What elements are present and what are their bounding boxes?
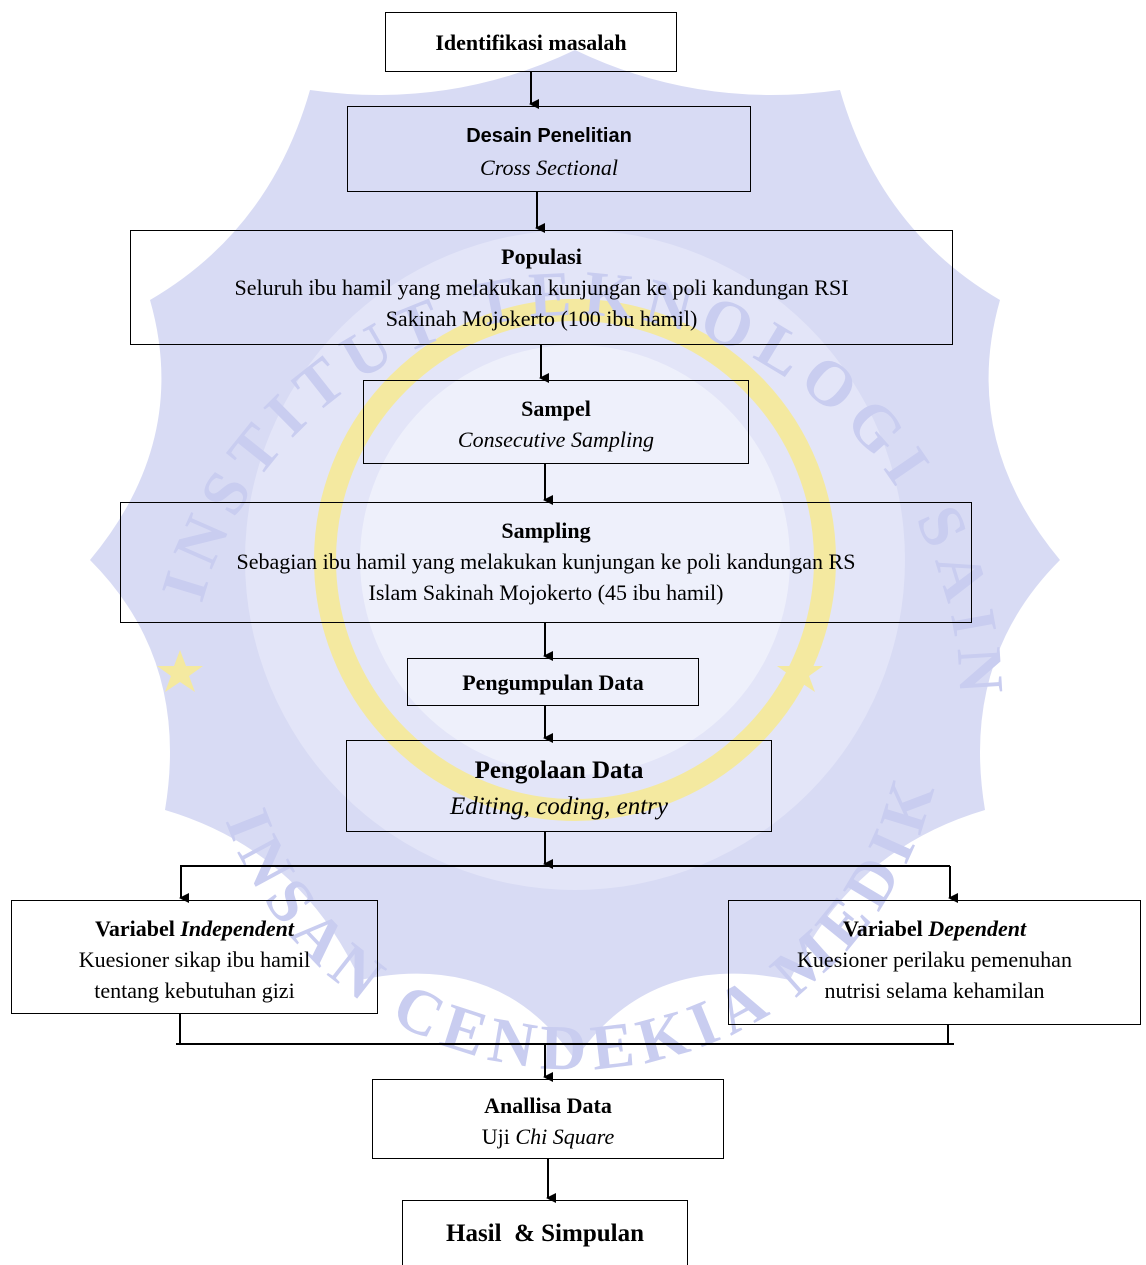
step-title: Sampel: [521, 396, 591, 421]
step-detail-line2: nutrisi selama kehamilan: [824, 978, 1045, 1003]
step-identifikasi-masalah: Identifikasi masalah: [385, 12, 677, 72]
step-title: Populasi: [501, 244, 582, 269]
step-detail: Editing, coding, entry: [449, 793, 669, 820]
step-title: Variabel Dependent: [843, 913, 1026, 944]
step-detail-line2: tentang kebutuhan gizi: [94, 978, 295, 1003]
step-title: Sampling: [501, 518, 591, 543]
step-populasi: Populasi Seluruh ibu hamil yang melakuka…: [130, 230, 953, 345]
logo-seal-shape: [90, 50, 1060, 1060]
step-title: Anallisa Data: [484, 1093, 612, 1118]
step-detail-line1: Sebagian ibu hamil yang melakukan kunjun…: [236, 549, 856, 574]
step-detail-line1: Kuesioner sikap ibu hamil: [78, 947, 311, 972]
detail-emphasis: Chi Square: [515, 1124, 615, 1149]
step-title: Desain Penelitian: [466, 125, 632, 147]
title-prefix: Variabel: [842, 916, 923, 941]
step-hasil-simpulan: Hasil & Simpulan: [402, 1200, 688, 1265]
step-title: Identifikasi masalah: [435, 29, 627, 55]
step-title: Hasil & Simpulan: [446, 1219, 644, 1247]
step-sampling: Sampling Sebagian ibu hamil yang melakuk…: [120, 502, 972, 623]
title-emphasis: Independent: [180, 916, 295, 941]
step-detail-line1: Seluruh ibu hamil yang melakukan kunjung…: [234, 275, 849, 300]
step-variabel-independent: Variabel Independent Kuesioner sikap ibu…: [11, 900, 378, 1014]
step-detail: Cross Sectional: [480, 155, 618, 180]
title-prefix: Variabel: [94, 916, 175, 941]
step-detail-line2: Sakinah Mojokerto (100 ibu hamil): [385, 306, 698, 331]
step-detail-line2: Islam Sakinah Mojokerto (45 ibu hamil): [368, 580, 724, 605]
step-title: Variabel Independent: [95, 913, 294, 944]
step-detail: Consecutive Sampling: [457, 427, 655, 452]
step-detail: Uji Chi Square: [482, 1121, 614, 1152]
step-variabel-dependent: Variabel Dependent Kuesioner perilaku pe…: [728, 900, 1141, 1025]
step-detail-line1: Kuesioner perilaku pemenuhan: [797, 947, 1072, 972]
step-desain-penelitian: Desain Penelitian Cross Sectional: [347, 106, 751, 192]
step-sampel: Sampel Consecutive Sampling: [363, 380, 749, 464]
detail-prefix: Uji: [481, 1124, 510, 1149]
watermark-stars: [157, 650, 823, 692]
step-pengumpulan-data: Pengumpulan Data: [407, 658, 699, 706]
step-title: Pengolaan Data: [474, 757, 644, 784]
step-title: Pengumpulan Data: [462, 669, 644, 695]
step-pengolaan-data: Pengolaan Data Editing, coding, entry: [346, 740, 772, 832]
title-emphasis: Dependent: [928, 916, 1027, 941]
step-analisa-data: Anallisa Data Uji Chi Square: [372, 1079, 724, 1159]
